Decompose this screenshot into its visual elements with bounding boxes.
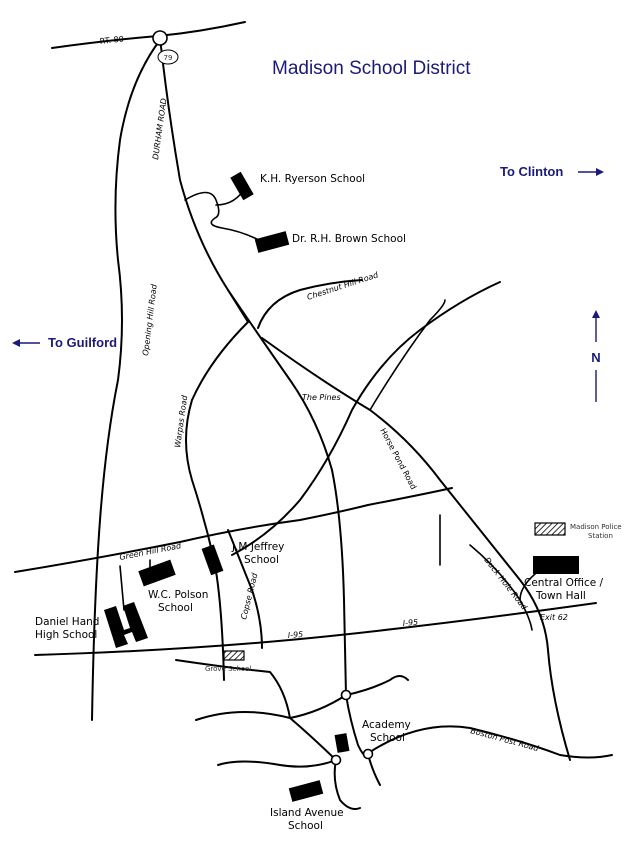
road-copse [227, 529, 263, 649]
road-school-access [184, 191, 267, 245]
arrow-up-icon [592, 310, 600, 318]
label-hand-line1: Daniel Hand [35, 616, 99, 628]
label-police-line2: Station [588, 532, 613, 540]
label-horse-pond: Horse Pond Road [378, 427, 418, 491]
road-academy-west [289, 717, 337, 761]
road-warpas-link [227, 289, 249, 323]
arrow-left-icon [12, 339, 20, 347]
label-i95-west: I-95 [288, 630, 304, 640]
route-shield: 79 [157, 49, 179, 65]
label-polson-line1: W.C. Polson [148, 589, 208, 601]
label-durham: DURHAM ROAD [151, 98, 169, 161]
building-grove [223, 650, 245, 661]
label-island-line2: School [288, 820, 323, 832]
label-hand-line2: High School [35, 629, 97, 641]
label-grove: Grove School [205, 665, 251, 673]
road-opening-hill [91, 39, 161, 721]
building-ryerson [230, 171, 254, 201]
junction-circle-2 [330, 754, 342, 766]
label-pines: The Pines [302, 393, 341, 402]
road-grove [175, 659, 291, 719]
road-green-hill [14, 504, 369, 573]
label-rt80: RT. 80 [99, 35, 124, 46]
building-town-hall [533, 556, 579, 574]
road-south-loop [195, 694, 347, 721]
label-town-hall-line2: Town Hall [535, 590, 586, 602]
direction-west-label: To Guilford [48, 335, 117, 350]
road-island [333, 759, 361, 810]
building-jeffrey [201, 544, 224, 576]
building-island [288, 780, 324, 802]
road-warpas [185, 321, 249, 681]
label-exit: Exit 62 [540, 613, 568, 622]
direction-west: To Guilford [12, 335, 117, 350]
route-shield-number: 79 [164, 54, 173, 62]
label-academy-line1: Academy [362, 719, 411, 731]
building-polson [138, 559, 176, 587]
road-south-west [217, 759, 337, 768]
road-chestnut-hill [257, 279, 363, 329]
label-brown: Dr. R.H. Brown School [292, 233, 406, 245]
label-island-line1: Island Avenue [270, 807, 344, 819]
building-brown [254, 231, 290, 253]
direction-east: To Clinton [500, 164, 604, 179]
road-i95 [34, 602, 597, 656]
north-arrow: N [591, 310, 601, 402]
road-spur-1 [119, 565, 125, 611]
road-center [345, 675, 409, 696]
rotary-circle [152, 30, 168, 46]
road-durham [159, 37, 347, 696]
label-green-hill: Green Hill Road [119, 541, 183, 562]
north-label: N [591, 350, 600, 365]
map-title: Madison School District [272, 58, 471, 79]
label-academy-line2: School [370, 732, 405, 744]
arrow-right-icon [596, 168, 604, 176]
building-academy [334, 733, 350, 753]
label-jeffrey-line2: School [244, 554, 279, 566]
label-police-line1: Madison Police [570, 523, 622, 531]
label-jeffrey-line1: J.M Jeffrey [231, 541, 284, 553]
road-rt80 [51, 21, 246, 49]
label-polson-line2: School [158, 602, 193, 614]
road-pines [231, 281, 501, 556]
label-copse: Copse Road [239, 571, 259, 620]
road-boston-post [369, 725, 613, 759]
label-ryerson: K.H. Ryerson School [260, 173, 365, 185]
label-town-hall-line1: Central Office / [524, 577, 604, 589]
building-police [534, 522, 566, 536]
road-network [14, 21, 613, 810]
junction-circle-3 [362, 748, 374, 760]
label-boston-post: Boston Post Road [469, 726, 540, 753]
road-horse-pond [261, 337, 571, 761]
road-ne-branch [369, 299, 446, 411]
junction-circle-1 [340, 689, 352, 701]
direction-east-label: To Clinton [500, 164, 563, 179]
label-i95-east: I-95 [402, 618, 418, 628]
school-buildings [104, 171, 579, 802]
building-hand [104, 602, 148, 648]
label-opening-hill: Opening Hill Road [141, 283, 159, 356]
road-green-east [367, 487, 453, 506]
